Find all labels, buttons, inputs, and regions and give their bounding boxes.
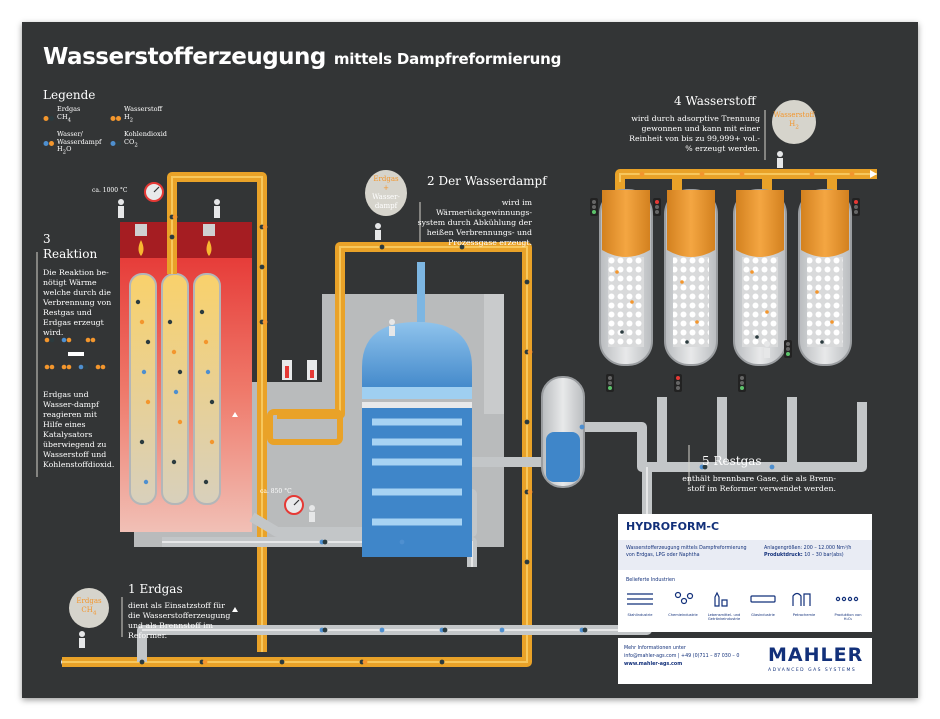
legend-kohlendioxid-formula: CO2 — [124, 137, 138, 148]
bubble-erdgas-label: Erdgas — [76, 597, 102, 606]
product-description-1: Wasserstofferzeugung mittels Dampfreform… — [626, 546, 747, 551]
section-2-title: 2 Der Wasserdampf — [427, 174, 547, 188]
flow-arrows — [61, 170, 877, 665]
bubble-dampf-line1: Erdgas — [373, 175, 399, 183]
contact-email-phone[interactable]: info@mahler-ags.com | +49 (0)711 – 87 03… — [624, 654, 740, 659]
industry-glass: Glasindustrie — [751, 613, 775, 617]
section-4-title: 4 Wasserstoff — [674, 94, 756, 108]
mahler-logo: MAHLER — [768, 644, 864, 666]
separator-vessel — [541, 376, 585, 488]
mahler-logo-tagline: ADVANCED GAS SYSTEMS — [768, 668, 857, 673]
bubble-dampf-line3: dampf — [374, 202, 398, 210]
legend-wasserstoff-name: Wasserstoff — [124, 105, 163, 113]
steam-drum — [362, 262, 472, 399]
peroxide-icon — [835, 596, 859, 602]
section-5-title: 5 Restgas — [702, 454, 762, 468]
product-description-band: Wasserstofferzeugung mittels Dampfreform… — [618, 540, 872, 570]
traffic-lights — [590, 198, 860, 392]
bubble-erdgas: Erdgas CH4 — [69, 588, 109, 628]
legend-erdgas-name: Erdgas — [57, 105, 81, 113]
section-4-text: wird durch adsorptive Trennung gewonnen … — [629, 114, 760, 153]
bubble-wasserstoff-formula: H2 — [789, 120, 799, 131]
temperature-exchanger: ca. 850 °C — [260, 488, 292, 495]
chemistry-icon — [674, 591, 694, 605]
industries-title: Belieferte Industrien — [626, 578, 676, 583]
section-3-text-2: Erdgas und Wasser-dampf reagieren mit Hi… — [43, 390, 115, 469]
psa-adsorbers — [599, 189, 852, 366]
legend-wasser-name: Wasser/ Wasserdampf — [57, 130, 102, 146]
gauges — [144, 182, 304, 515]
bubble-dampf-line2: Wasser- — [372, 193, 400, 201]
product-spec-size: Anlagengrößen: 200 – 12.000 Nm³/h — [764, 546, 852, 551]
industry-food: Lebensmittel- und Getränkeindustrie — [707, 613, 741, 622]
bubble-erdgas-formula: CH4 — [81, 606, 97, 617]
boiler — [362, 407, 472, 557]
legend-wasserstoff-icon — [110, 107, 122, 121]
product-card: HYDROFORM-C Wasserstofferzeugung mittels… — [618, 514, 872, 632]
legend-wasserstoff-formula: H2 — [124, 112, 134, 123]
burners — [135, 224, 215, 256]
section-3-title: Reaktion — [43, 247, 98, 261]
product-description-2: von Erdgas, LPG oder Naphtha — [626, 553, 700, 558]
molecules — [135, 171, 855, 665]
section-5-text: enthält brennbare Gase, die als Brenn-st… — [682, 474, 836, 493]
page-subtitle: mittels Dampfreformierung — [333, 50, 562, 68]
legend-title: Legende — [43, 88, 96, 102]
industry-icons — [627, 591, 859, 607]
boiler-white-band — [362, 402, 472, 408]
petrochemistry-icon — [792, 592, 811, 606]
contact-more-info: Mehr Informationen unter — [624, 646, 686, 651]
legend-erdgas-formula: CH4 — [57, 112, 72, 123]
reformer-tubes — [129, 273, 221, 505]
section-1-title: 1 Erdgas — [128, 582, 183, 596]
legend-kohlendioxid-name: Kohlendioxid — [124, 130, 167, 138]
contact-card: Mehr Informationen unter info@mahler-ags… — [618, 638, 872, 684]
bubble-wasserstoff: Wasserstoff H2 — [772, 100, 816, 144]
food-icon — [714, 591, 728, 607]
industry-peroxide: Produktion von H₂O₂ — [834, 613, 862, 622]
temperature-reformer: ca. 1000 °C — [92, 187, 128, 194]
bubble-wasserstoff-label: Wasserstoff — [773, 111, 815, 120]
legend-erdgas-icon — [43, 107, 55, 121]
boiler-coil — [372, 418, 462, 526]
legend-wasser-icon — [43, 132, 55, 146]
thermometers — [282, 360, 317, 380]
bubble-dampf-plus: + — [383, 184, 389, 192]
product-title: HYDROFORM-C — [626, 520, 720, 533]
callout-lines — [36, 110, 766, 637]
section-3-text-1: Die Reaktion be-nötigt Wärme welche durc… — [43, 268, 112, 337]
heat-exchanger — [267, 409, 343, 445]
reaction-molecules — [44, 337, 110, 377]
contact-website[interactable]: www.mahler-ags.com — [624, 662, 683, 667]
section-1-text: dient als Einsatzstoff für die Wassersto… — [128, 601, 231, 640]
section-3-number: 3 — [43, 232, 51, 246]
steel-icon — [627, 593, 653, 605]
glass-icon — [750, 595, 776, 603]
bubble-erdgas-wasserdampf: Erdgas + Wasser- dampf — [365, 170, 407, 216]
industry-petrochemistry: Petrochemie — [792, 613, 816, 617]
chimney — [484, 294, 504, 414]
industry-steel: Stahlindustrie — [627, 613, 653, 617]
industry-chemistry: Chemieindustrie — [668, 613, 698, 617]
legend-kohlendioxid-icon — [110, 132, 122, 146]
process-diagram — [36, 110, 877, 667]
product-spec-pressure: Produktdruck: 10 – 30 bar(abs) — [764, 553, 844, 558]
legend-wasser-formula: H2O — [57, 145, 72, 156]
section-2-text: wird im Wärmerückgewinnungs-system durch… — [417, 198, 532, 247]
worker-figures — [79, 151, 783, 648]
